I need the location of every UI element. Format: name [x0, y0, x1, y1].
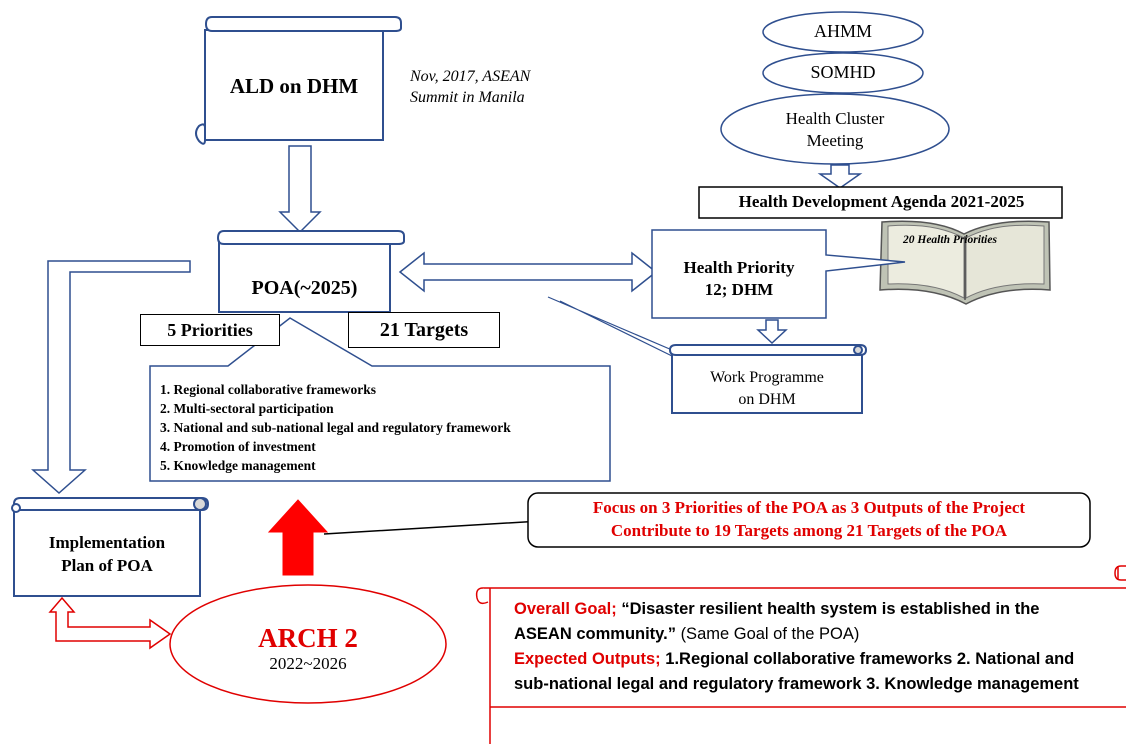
health-cluster-ellipse — [720, 93, 950, 165]
health-cluster-line1: Health Cluster — [785, 109, 885, 128]
arrow-ald-to-poa — [278, 145, 322, 234]
overall-goal-text: “Disaster resilient health system is est… — [514, 600, 1040, 643]
goal-scroll-shape — [475, 565, 1126, 744]
summit-note-line2: Summit in Manila — [410, 89, 525, 106]
poa-to-workprogramme-line — [547, 296, 673, 357]
red-double-arrow — [48, 596, 172, 650]
arch-title: ARCH 2 — [258, 623, 358, 653]
double-arrow-poa-health — [398, 251, 658, 293]
book-label: 20 Health Priorities — [903, 234, 997, 246]
book-icon — [879, 220, 1051, 305]
priority-item: 1. Regional collaborative frameworks — [160, 382, 376, 397]
arrow-health-to-workprogramme — [756, 319, 788, 345]
hda-box — [698, 186, 1063, 219]
red-up-arrow — [267, 499, 329, 576]
focus-connector-line — [323, 514, 542, 535]
work-programme-line2: on DHM — [738, 391, 796, 408]
ald-label: ALD on DHM — [229, 74, 359, 98]
summit-note-line1: Nov, 2017, ASEAN — [410, 68, 531, 85]
implementation-line2: Plan of POA — [61, 556, 153, 575]
priorities-box: 5 Priorities — [140, 314, 280, 346]
ahmm-ellipse — [762, 11, 924, 53]
arch-ellipse — [169, 584, 447, 704]
work-programme-line1: Work Programme — [710, 369, 824, 386]
somhd-ellipse — [762, 52, 924, 94]
priority-list: 1. Regional collaborative frameworks 2. … — [160, 380, 511, 475]
targets-box: 21 Targets — [348, 312, 500, 348]
expected-outputs-text: 1.Regional collaborative frameworks 2. N… — [514, 650, 1079, 693]
implementation-line1: Implementation — [48, 533, 166, 552]
health-priority-line1: Health Priority — [683, 258, 795, 277]
goal-text: Overall Goal; “Disaster resilient health… — [514, 597, 1096, 697]
ahmm-label: AHMM — [813, 21, 872, 41]
priorities-callout-shape — [149, 317, 611, 482]
health-priority-callout-shape — [651, 229, 906, 319]
overall-goal-label: Overall Goal; — [514, 600, 617, 618]
implementation-scroll-shape — [11, 497, 210, 597]
focus-line1: Focus on 3 Priorities of the POA as 3 Ou… — [592, 498, 1026, 517]
expected-outputs-label: Expected Outputs; — [514, 650, 661, 668]
hda-label: Health Development Agenda 2021-2025 — [738, 192, 1025, 211]
arrow-left-down — [31, 260, 191, 495]
priority-item: 2. Multi-sectoral participation — [160, 401, 334, 416]
priority-item: 5. Knowledge management — [160, 458, 316, 473]
priority-item: 4. Promotion of investment — [160, 439, 316, 454]
arch-years: 2022~2026 — [269, 654, 347, 673]
ald-scroll-shape — [195, 16, 402, 145]
somhd-label: SOMHD — [810, 62, 876, 82]
priority-item: 3. National and sub-national legal and r… — [160, 420, 511, 435]
focus-line2: Contribute to 19 Targets among 21 Target… — [610, 521, 1008, 540]
overall-goal-note: (Same Goal of the POA) — [680, 625, 860, 643]
poa-label: POA(~2025) — [251, 277, 358, 299]
focus-box — [527, 492, 1091, 548]
arrow-cluster-to-hda — [817, 164, 863, 189]
work-programme-scroll-shape — [668, 344, 868, 414]
health-priority-line2: 12; DHM — [704, 280, 774, 299]
health-cluster-line2: Meeting — [806, 131, 864, 150]
